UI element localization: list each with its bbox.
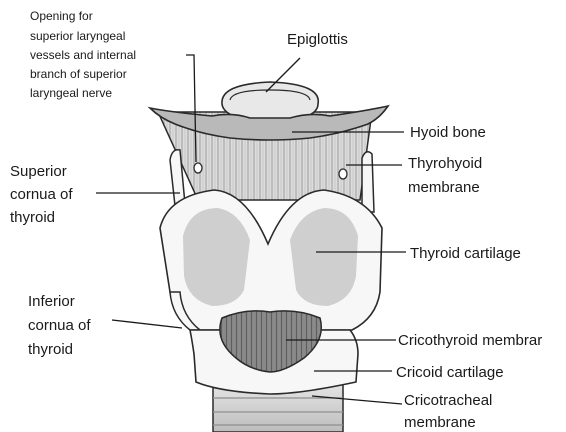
thyroid-lamina-right (290, 208, 358, 306)
label-opening-line2: superior laryngeal (30, 29, 125, 43)
label-opening-line4: branch of superior (30, 67, 127, 81)
label-thyrohyoid-line2: membrane (408, 179, 480, 196)
label-superior-cornua-line2: cornua of (10, 186, 73, 203)
superior-cornua-right (362, 152, 374, 212)
opening-left (194, 163, 202, 173)
thyroid-lamina-left (183, 208, 250, 306)
label-opening-line5: laryngeal nerve (30, 86, 112, 100)
label-thyroid-cartilage: Thyroid cartilage (410, 245, 521, 262)
label-hyoid-bone: Hyoid bone (410, 124, 486, 141)
label-superior-cornua-line3: thyroid (10, 209, 55, 226)
label-cricotracheal-line2: membrane (404, 414, 476, 431)
opening-right (339, 169, 347, 179)
label-inferior-cornua-line2: cornua of (28, 317, 91, 334)
label-opening-line1: Opening for (30, 9, 93, 23)
label-cricotracheal-line1: Cricotracheal (404, 392, 492, 409)
label-opening-line3: vessels and internal (30, 48, 136, 62)
label-epiglottis: Epiglottis (287, 31, 348, 48)
label-inferior-cornua-line1: Inferior (28, 293, 75, 310)
label-thyrohyoid-line1: Thyrohyoid (408, 155, 482, 172)
label-inferior-cornua-line3: thyroid (28, 341, 73, 358)
label-superior-cornua-line1: Superior (10, 163, 67, 180)
label-cricoid-cartilage: Cricoid cartilage (396, 364, 504, 381)
label-cricothyroid-membrane: Cricothyroid membrar (398, 332, 542, 349)
